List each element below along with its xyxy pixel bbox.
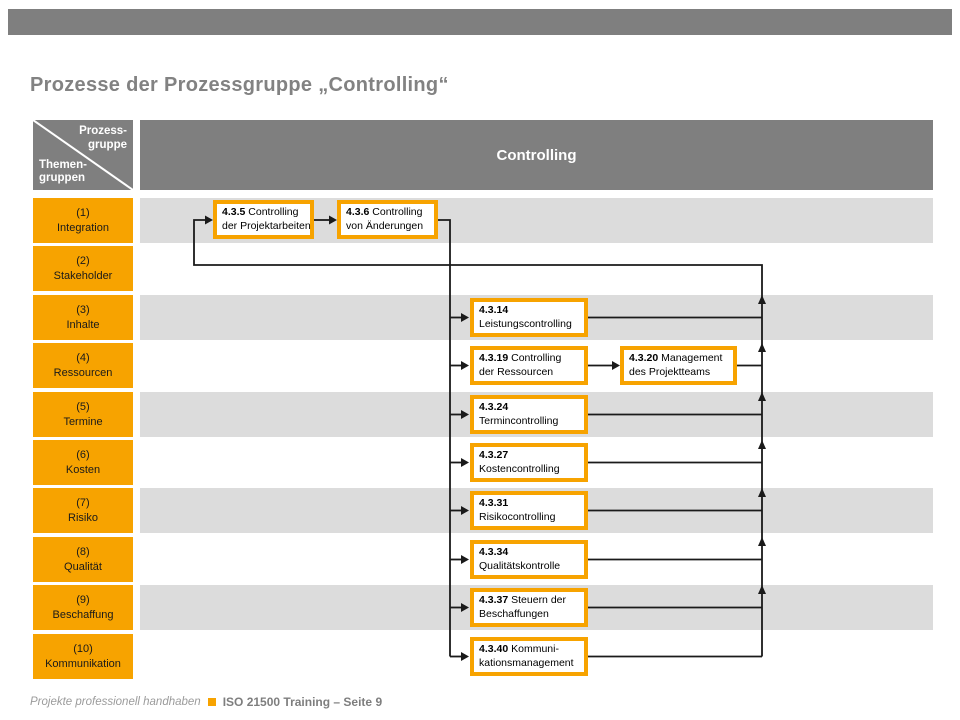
process-line1: 4.3.20 Management [629,352,728,366]
footer-course-page: ISO 21500 Training – Seite 9 [222,695,383,709]
row-name: Ressourcen [53,366,113,379]
row-number: (4) [76,352,90,365]
process-number: 4.3.34 [479,546,509,558]
row-number: (5) [76,401,90,414]
process-line2: von Änderungen [346,219,424,232]
row-label-ressourcen: (4)Ressourcen [33,343,133,388]
row-number: (7) [76,497,90,510]
process-text: Controlling [372,206,423,218]
footer-motto: Projekte professionell handhaben [30,696,201,708]
corner-label-process-group: Prozess- gruppe [79,125,127,151]
row-label-integration: (1)Integration [33,198,133,243]
row-number: (1) [76,207,90,220]
process-line1: 4.3.19 Controlling [479,352,579,366]
process-line1: 4.3.6 Controlling [346,206,429,220]
corner-label-theme-groups: Themen- gruppen [39,158,87,185]
column-header-controlling: Controlling [140,120,933,190]
row-number: (8) [76,546,90,559]
row-number: (9) [76,594,90,607]
process-text: Steuern der [511,594,566,606]
process-number: 4.3.40 [479,643,509,655]
process-number: 4.3.19 [479,352,509,364]
process-line2: des Projektteams [629,365,711,378]
page-title: Prozesse der Prozessgruppe „Controlling“ [30,74,449,96]
row-label-qualitaet: (8)Qualität [33,537,133,582]
process-number: 4.3.6 [346,206,370,218]
row-label-inhalte: (3)Inhalte [33,295,133,340]
row-name: Qualität [64,560,102,573]
row-name: Inhalte [66,318,100,331]
top-bar [8,9,952,35]
process-line2: der Ressourcen [479,365,554,378]
row-name: Termine [63,415,103,428]
matrix-corner-header: Prozess- gruppe Themen- gruppen [33,120,133,190]
process-line2: der Projektarbeiten [222,219,311,232]
footer: Projekte professionell handhaben ISO 215… [30,695,382,709]
process-line2: Beschaffungen [479,607,549,620]
row-name: Kosten [65,463,101,476]
square-bullet-icon [207,698,216,706]
row-number: (10) [73,643,93,656]
row-label-kosten: (6)Kosten [33,440,133,485]
row-name: Beschaffung [52,608,114,621]
process-text: Controlling [511,352,562,364]
diagonal-divider [33,120,133,190]
process-line1: 4.3.24 [479,401,579,415]
row-number: (2) [76,255,90,268]
process-line1: 4.3.27 [479,449,579,463]
process-number: 4.3.31 [479,497,509,509]
process-line1: 4.3.40 Kommuni- [479,643,579,657]
process-box-4-3-19: 4.3.19 Controlling der Ressourcen [470,346,588,385]
row-label-beschaffung: (9)Beschaffung [33,585,133,630]
process-line2: Risikocontrolling [479,510,556,523]
process-line2: kationsmanagement [479,656,574,669]
process-line1: 4.3.31 [479,497,579,511]
process-line2: Kostencontrolling [479,462,560,475]
row-number: (6) [76,449,90,462]
process-box-4-3-5: 4.3.5 Controlling der Projektarbeiten [213,200,314,239]
process-box-4-3-27: 4.3.27 Kostencontrolling [470,443,588,482]
process-box-4-3-20: 4.3.20 Management des Projektteams [620,346,737,385]
process-number: 4.3.5 [222,206,246,218]
process-box-4-3-40: 4.3.40 Kommuni- kationsmanagement [470,637,588,676]
row-label-kommunikation: (10)Kommunikation [33,634,133,679]
row-name: Risiko [68,511,98,524]
process-line2: Leistungscontrolling [479,317,572,330]
process-line2: Qualitätskontrolle [479,559,561,572]
process-line1: 4.3.5 Controlling [222,206,305,220]
process-line1: 4.3.37 Steuern der [479,594,579,608]
process-line1: 4.3.34 [479,546,579,560]
process-box-4-3-37: 4.3.37 Steuern der Beschaffungen [470,588,588,627]
process-number: 4.3.24 [479,401,509,413]
process-line2: Termincontrolling [479,414,559,427]
process-number: 4.3.14 [479,304,509,316]
row-name: Stakeholder [53,269,113,282]
process-box-4-3-6: 4.3.6 Controlling von Änderungen [337,200,438,239]
process-box-4-3-31: 4.3.31 Risikocontrolling [470,491,588,530]
row-label-stakeholder: (2)Stakeholder [33,246,133,291]
row-label-risiko: (7)Risiko [33,488,133,533]
process-line1: 4.3.14 [479,304,579,318]
row-number: (3) [76,304,90,317]
process-number: 4.3.27 [479,449,509,461]
row-label-termine: (5)Termine [33,392,133,437]
row-name: Kommunikation [45,657,121,670]
process-text: Management [661,352,723,364]
process-number: 4.3.37 [479,594,509,606]
process-box-4-3-14: 4.3.14 Leistungscontrolling [470,298,588,337]
process-text: Kommuni- [511,643,559,655]
row-name: Integration [57,221,109,234]
process-box-4-3-24: 4.3.24 Termincontrolling [470,395,588,434]
process-text: Controlling [248,206,299,218]
process-box-4-3-34: 4.3.34 Qualitätskontrolle [470,540,588,579]
process-number: 4.3.20 [629,352,659,364]
